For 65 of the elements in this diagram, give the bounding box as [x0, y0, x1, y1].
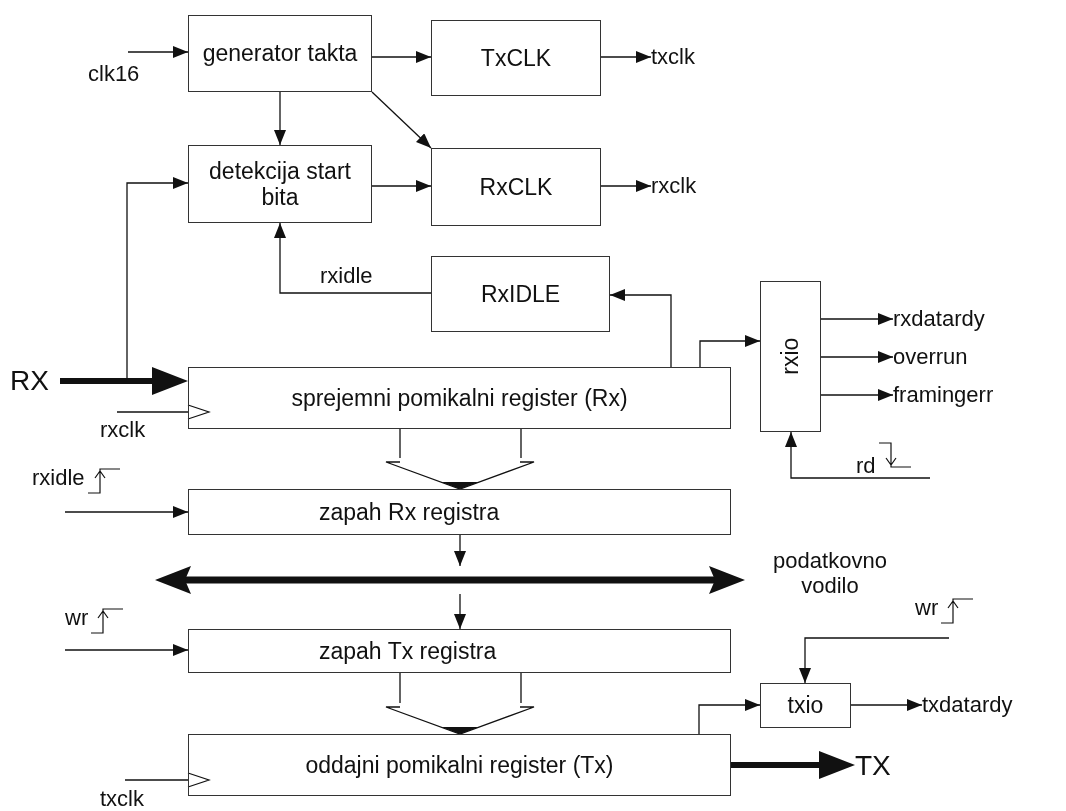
arrow [785, 431, 931, 479]
signal-label: txclk [100, 786, 144, 811]
arrow [609, 289, 672, 368]
signal-label: rxclk [651, 173, 697, 199]
arrow [600, 180, 652, 192]
arrow [116, 404, 210, 420]
arrow [371, 91, 432, 149]
block [431, 256, 610, 332]
arrow [820, 351, 894, 363]
arrow [371, 180, 432, 192]
block-label: TxCLK [480, 44, 552, 72]
block [188, 145, 372, 223]
block [760, 281, 821, 432]
arrow [124, 772, 210, 788]
arrow [64, 644, 189, 656]
block [188, 734, 731, 796]
arrow [274, 222, 432, 294]
signal-label: rxdatardy [893, 306, 985, 332]
bus-label: podatkovno vodilo [772, 548, 888, 599]
signal-label: rxclk [100, 417, 146, 442]
arrow [820, 313, 894, 325]
signal-label: RX [10, 365, 49, 397]
block-label: oddajni pomikalni register (Tx) [305, 751, 614, 779]
arrow [274, 91, 286, 146]
signal-label: wr [915, 596, 939, 621]
block [431, 148, 601, 226]
arrow [454, 534, 466, 567]
block-label: RxCLK [479, 173, 553, 201]
signal-label: framingerr [893, 382, 994, 408]
block-label: RxIDLE [480, 280, 561, 308]
arrow [600, 51, 652, 63]
block-label: zapah Tx registra [319, 637, 497, 665]
block [188, 15, 372, 92]
signal-label: txclk [651, 44, 695, 70]
block-label: sprejemni pomikalni register (Rx) [291, 384, 628, 412]
arrow [820, 389, 894, 401]
block-label: generator takta [202, 40, 358, 67]
block-label: zapah Rx registra [319, 498, 500, 526]
block [188, 489, 731, 535]
arrow [127, 46, 189, 58]
block [760, 683, 851, 728]
arrow [799, 637, 950, 684]
signal-label: wr [65, 606, 89, 631]
thick-arrow [731, 751, 855, 779]
signal-label: overrun [893, 344, 968, 370]
signal-label: rd [856, 453, 876, 478]
wide-arrow [384, 428, 536, 491]
thick-arrow [60, 367, 188, 395]
arrow [699, 335, 761, 368]
arrow [64, 506, 189, 518]
block-label: txio [787, 692, 824, 719]
arrow [371, 51, 432, 63]
signal-label: rxidle [32, 466, 85, 491]
block [188, 629, 731, 673]
arrow [454, 593, 466, 630]
signal-label: TX [855, 750, 891, 782]
block [188, 367, 731, 429]
signal-label: clk16 [88, 61, 140, 86]
block [431, 20, 601, 96]
block-label: rxio [777, 337, 804, 376]
wide-arrow [384, 672, 536, 736]
signal-label: txdatardy [922, 692, 1013, 718]
arrow [698, 699, 761, 735]
arrow [850, 699, 923, 711]
block-label: detekcija start bita [208, 157, 352, 211]
